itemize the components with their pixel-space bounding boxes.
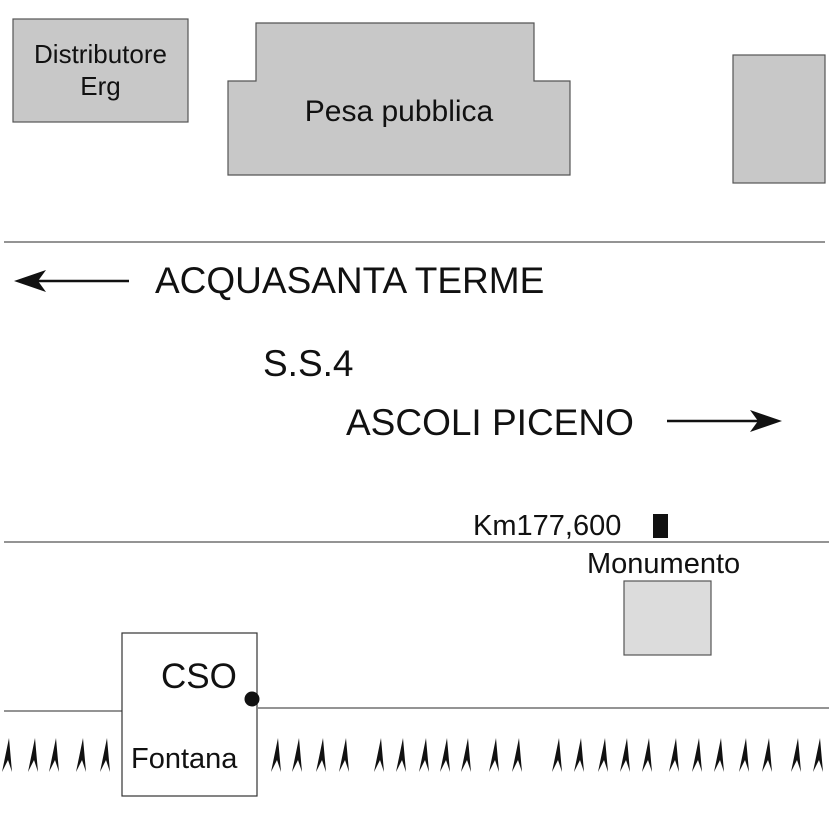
tree-icon [574, 738, 584, 772]
monumento-label: Monumento [587, 548, 741, 580]
tree-icon [2, 738, 12, 772]
tree-icon [440, 738, 450, 772]
arrow-left-icon [14, 270, 129, 292]
building-pesa-pubblica [227, 22, 571, 176]
tree-icon [692, 738, 702, 772]
tree-icon [271, 738, 281, 772]
tree-icon [316, 738, 326, 772]
tree-icon [76, 738, 86, 772]
east-destination-label: ASCOLI PICENO [346, 402, 634, 443]
tree-icon [100, 738, 110, 772]
tree-icon [419, 738, 429, 772]
tree-icon [620, 738, 630, 772]
tree-icon [552, 738, 562, 772]
tree-icon [598, 738, 608, 772]
arrow-right-icon [667, 410, 782, 432]
tree-icon [762, 738, 772, 772]
tree-icon [49, 738, 59, 772]
tree-icon [396, 738, 406, 772]
tree-icon [642, 738, 652, 772]
west-destination-label: ACQUASANTA TERME [155, 260, 545, 301]
building-unlabeled [732, 54, 826, 184]
fontana-label: Fontana [131, 743, 238, 775]
tree-icon [512, 738, 522, 772]
distributore-label-line1: Distributore [34, 39, 167, 69]
tree-icon [714, 738, 724, 772]
tree-icon [791, 738, 801, 772]
road-name-label: S.S.4 [263, 343, 354, 384]
tree-icon [292, 738, 302, 772]
tree-row [2, 738, 823, 772]
cso-label: CSO [161, 657, 237, 696]
tree-icon [339, 738, 349, 772]
tree-icon [28, 738, 38, 772]
building-distributore-erg [12, 18, 189, 123]
building-cso-fontana [121, 632, 258, 797]
tree-icon [739, 738, 749, 772]
milestone-icon [653, 514, 668, 538]
tree-icon [813, 738, 823, 772]
distributore-label: Distributore Erg [13, 38, 188, 102]
km-marker-label: Km177,600 [473, 510, 622, 542]
tree-icon [489, 738, 499, 772]
distributore-label-line2: Erg [80, 71, 121, 101]
point-marker-icon [244, 691, 260, 707]
tree-icon [374, 738, 384, 772]
monumento-block [623, 580, 712, 656]
tree-icon [669, 738, 679, 772]
pesa-label: Pesa pubblica [304, 95, 494, 128]
tree-icon [461, 738, 471, 772]
